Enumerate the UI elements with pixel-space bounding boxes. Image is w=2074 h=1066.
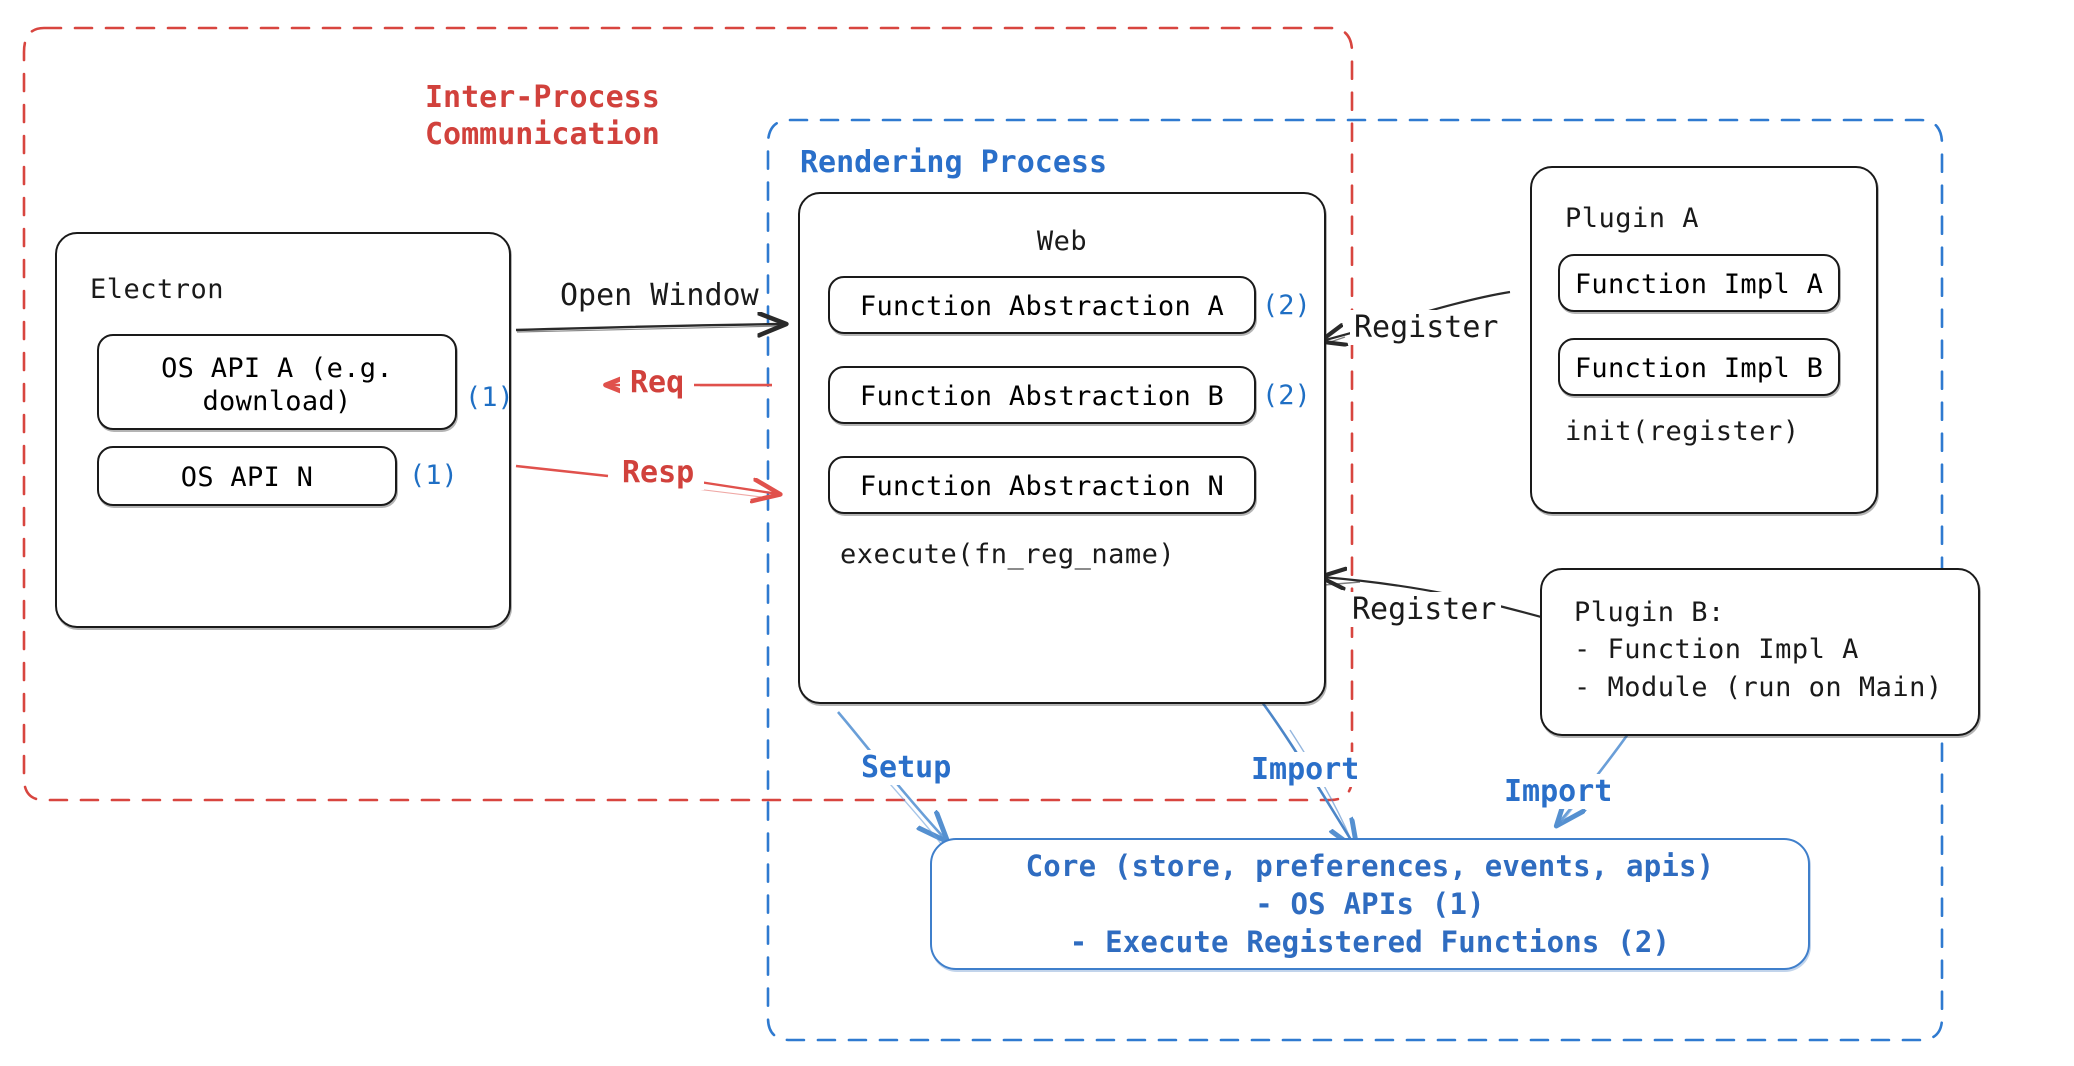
plugin-b-node[interactable]: Plugin B: - Function Impl A - Module (ru… [1540,568,1980,736]
function-abstraction-a-tag: (2) [1262,290,1311,321]
arrow-label-register-plugin-b: Register [1348,592,1501,627]
plugin-a-function-impl-a-box[interactable]: Function Impl A [1558,254,1840,312]
rendering-process-label: Rendering Process [800,145,1108,180]
ipc-container-label: Inter-Process Communication [425,80,660,152]
os-api-n-label: OS API N [180,462,314,493]
os-api-a-box[interactable]: OS API A (e.g. download) [97,334,457,430]
core-text: Core (store, preferences, events, apis) … [1025,848,1715,960]
arrow-label-import-web: Import [1245,752,1366,787]
os-api-a-tag: (1) [465,382,514,413]
plugin-a-init-method: init(register) [1565,416,1800,447]
os-api-n-tag: (1) [409,460,458,491]
function-abstraction-a-label: Function Abstraction A [859,291,1225,322]
function-abstraction-b-tag: (2) [1262,380,1311,411]
function-abstraction-n-label: Function Abstraction N [859,471,1225,502]
plugin-a-function-impl-b-box[interactable]: Function Impl B [1558,338,1840,396]
arrow-label-req: Req [620,365,695,400]
web-node[interactable]: Web Function Abstraction A (2) Function … [798,192,1326,704]
web-title: Web [1036,226,1088,257]
function-abstraction-b-label: Function Abstraction B [859,381,1225,412]
plugin-b-lines: Plugin B: - Function Impl A - Module (ru… [1574,597,1943,703]
plugin-a-function-impl-b-label: Function Impl B [1574,353,1824,384]
web-execute-method: execute(fn_reg_name) [840,539,1176,570]
core-node[interactable]: Core (store, preferences, events, apis) … [930,838,1810,970]
arrow-label-register-plugin-a: Register [1350,310,1503,345]
arrow-open-window [515,324,784,332]
function-abstraction-a-box[interactable]: Function Abstraction A [828,276,1256,334]
electron-title: Electron [90,274,225,305]
os-api-n-box[interactable]: OS API N [97,446,397,506]
electron-node[interactable]: Electron OS API A (e.g. download) (1) OS… [55,232,514,628]
plugin-a-function-impl-a-label: Function Impl A [1574,269,1824,300]
arrow-label-setup: Setup [855,750,958,785]
arrow-label-resp: Resp [612,455,705,490]
os-api-a-label: OS API A (e.g. download) [161,353,393,417]
arrow-label-open-window: Open Window [560,278,759,313]
arrow-label-import-plugin: Import [1498,774,1619,809]
plugin-a-node[interactable]: Plugin A Function Impl A Function Impl B… [1530,166,1878,514]
function-abstraction-n-box[interactable]: Function Abstraction N [828,456,1256,514]
function-abstraction-b-box[interactable]: Function Abstraction B [828,366,1256,424]
plugin-a-title: Plugin A [1565,203,1700,234]
